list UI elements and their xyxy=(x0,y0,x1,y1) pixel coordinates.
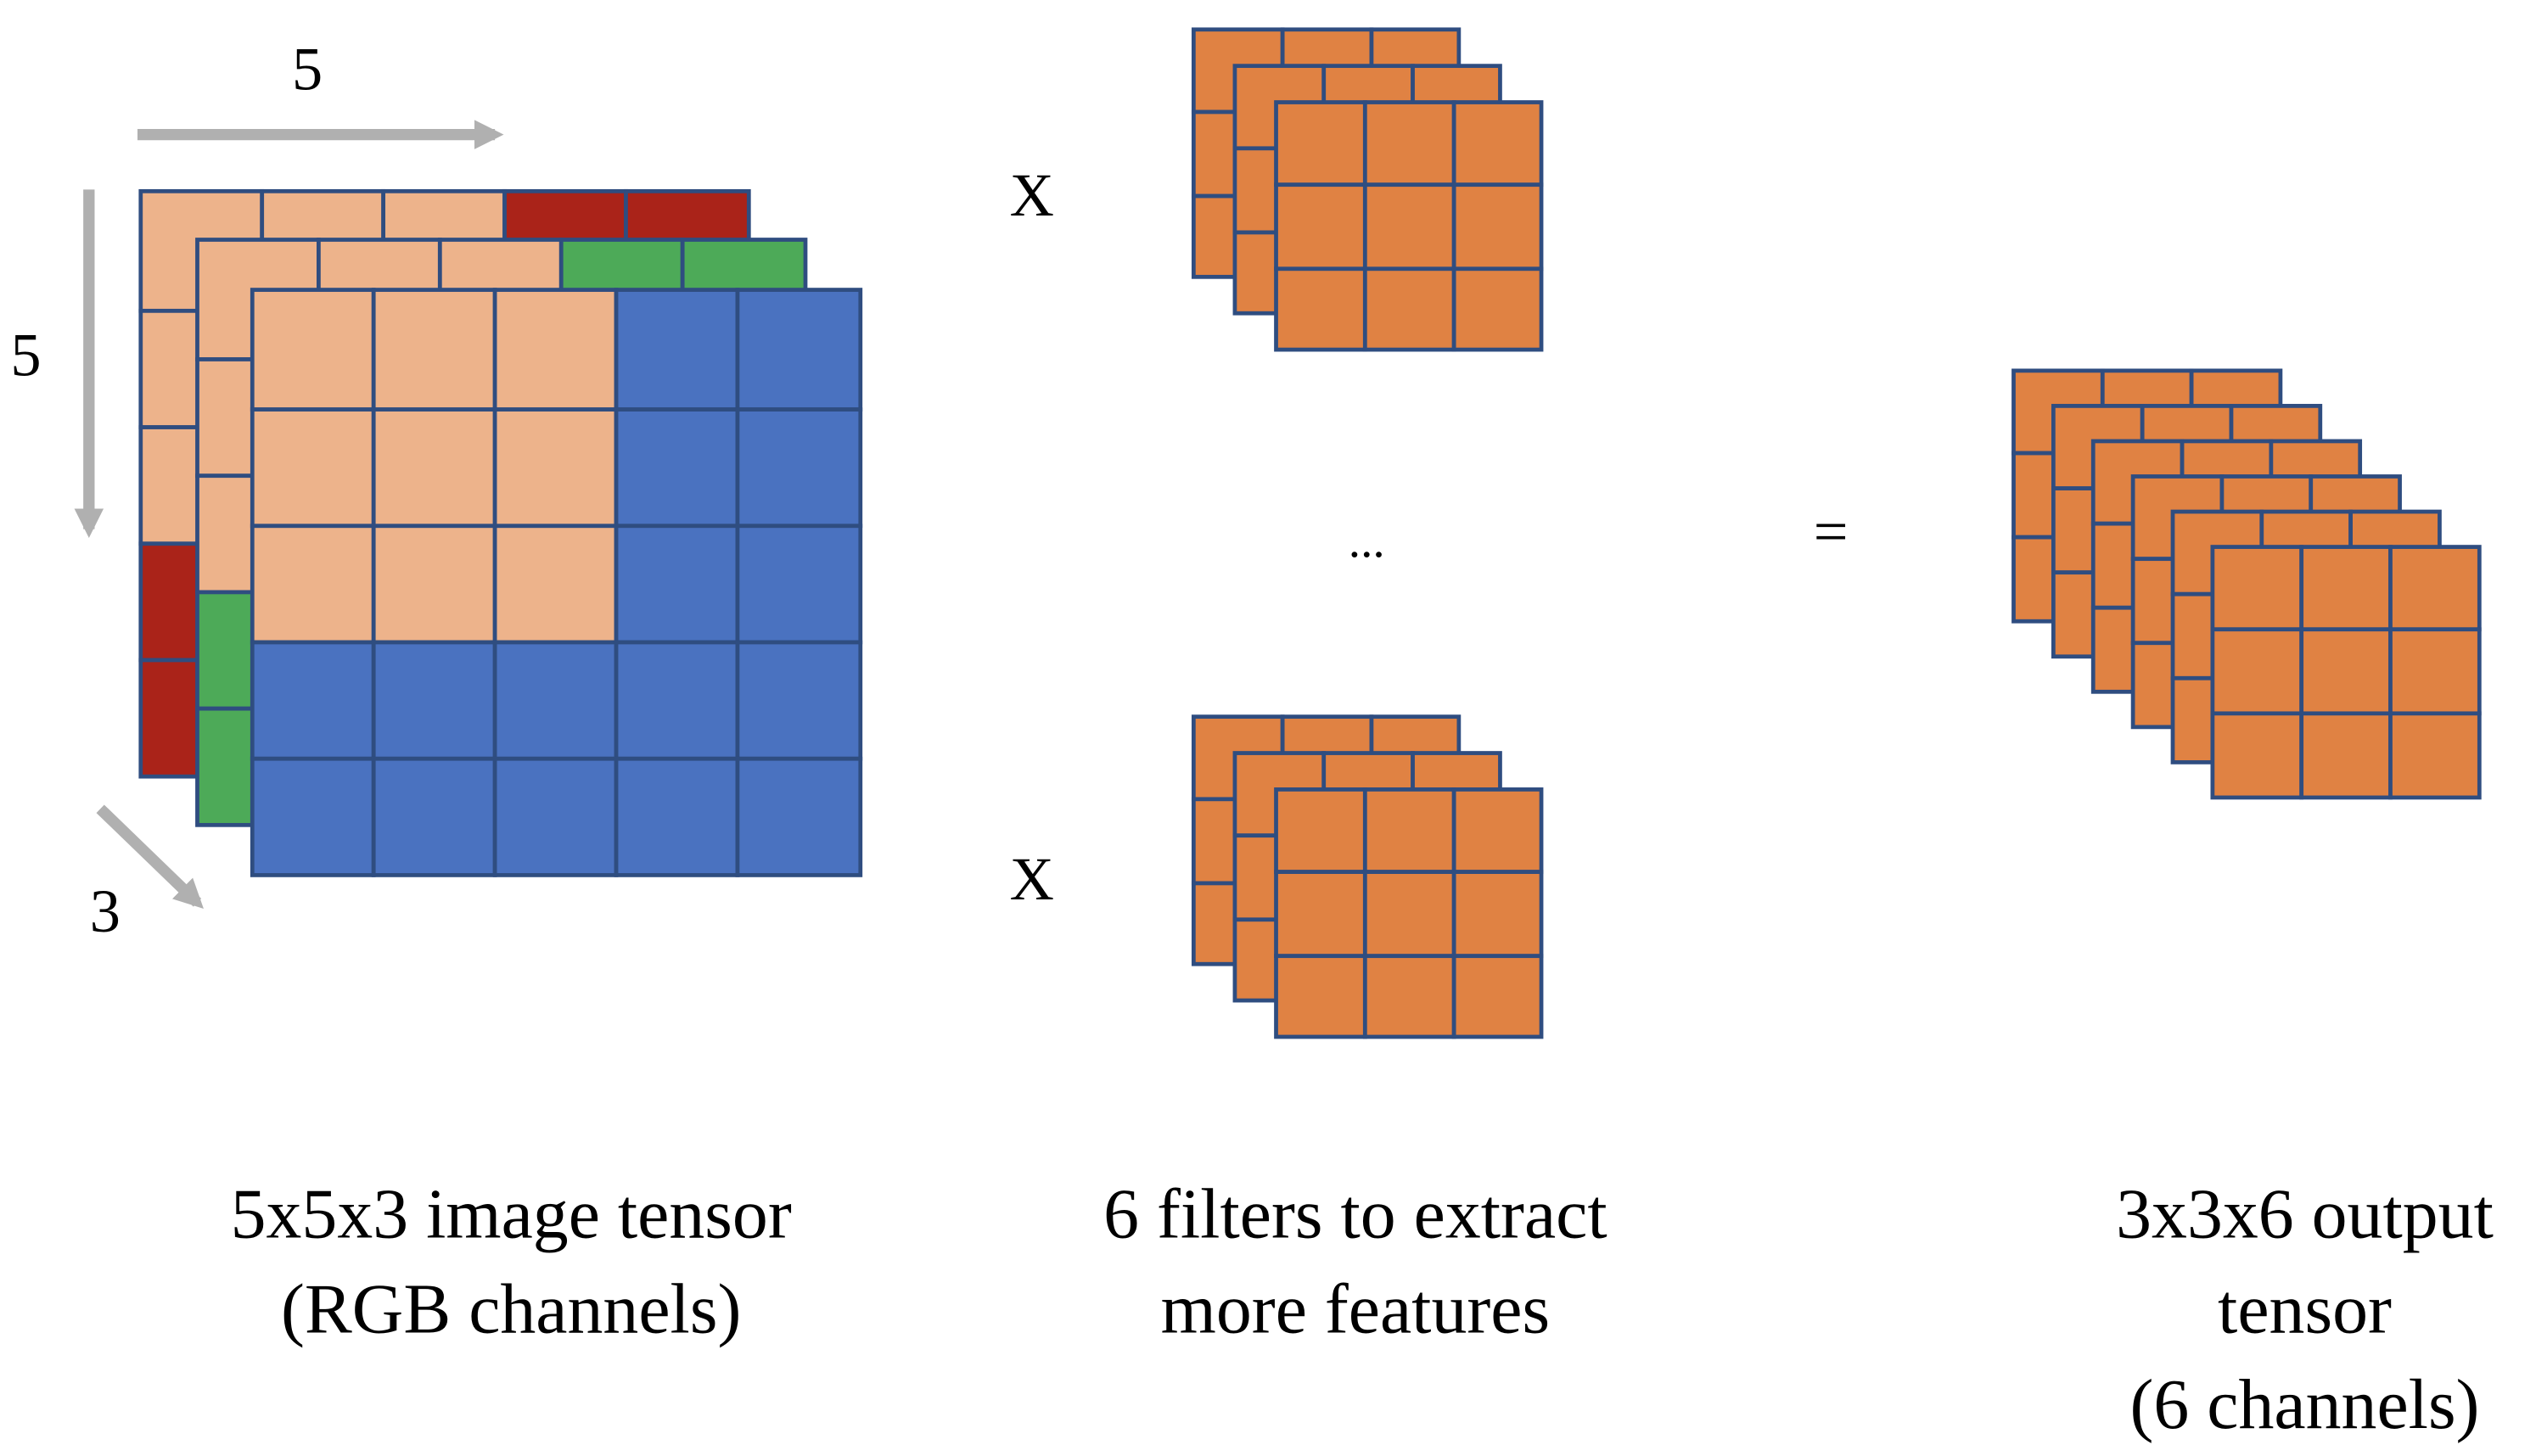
height-label: 5 xyxy=(10,321,41,389)
filter-cell xyxy=(1274,266,1367,352)
input-caption-line1: 5x5x3 image tensor xyxy=(231,1174,792,1253)
blue-cell xyxy=(371,640,497,761)
output-cell xyxy=(2388,627,2482,716)
output-cell xyxy=(2299,711,2393,800)
filter-cell xyxy=(1274,182,1367,272)
blue-cell xyxy=(614,640,740,761)
filter-cell xyxy=(1451,182,1544,272)
filter-cell xyxy=(1451,787,1544,874)
output-caption-line3: (6 channels) xyxy=(2130,1365,2480,1444)
filter-kernel xyxy=(1274,787,1544,1039)
output-cell xyxy=(2210,711,2304,800)
blue-cell xyxy=(735,407,863,529)
depth-label: 3 xyxy=(90,876,121,945)
blue-cell xyxy=(492,288,619,412)
output-cell xyxy=(2299,545,2393,632)
multiply-operator-top: X xyxy=(1010,160,1054,229)
blue-cell xyxy=(614,407,740,529)
filters-caption-line2: more features xyxy=(1161,1270,1550,1349)
blue-cell xyxy=(614,524,740,645)
output-caption-line1: 3x3x6 output xyxy=(2116,1174,2494,1253)
filter-cell xyxy=(1451,266,1544,352)
filter-cell xyxy=(1362,954,1456,1039)
width-label: 5 xyxy=(292,34,323,103)
blue-cell xyxy=(371,756,497,877)
blue-cell xyxy=(250,288,376,412)
filter-cell xyxy=(1274,787,1367,874)
input-tensor xyxy=(138,188,863,877)
filter-cell xyxy=(1274,954,1367,1039)
blue-cell xyxy=(371,407,497,529)
filter-cell xyxy=(1274,100,1367,188)
blue-cell xyxy=(735,288,863,412)
blue-cell xyxy=(250,640,376,761)
output-cell xyxy=(2388,711,2482,800)
filter-cell xyxy=(1362,100,1456,188)
output-cell xyxy=(2388,545,2482,632)
blue-cell xyxy=(614,756,740,877)
filter-cell xyxy=(1274,870,1367,959)
blue-cell xyxy=(250,407,376,529)
blue-cell xyxy=(492,756,619,877)
blue-cell xyxy=(250,756,376,877)
filter-group-bottom xyxy=(1191,714,1544,1039)
blue-cell xyxy=(735,756,863,877)
blue-cell xyxy=(250,524,376,645)
input-caption-line2: (RGB channels) xyxy=(281,1270,741,1349)
output-cell xyxy=(2210,545,2304,632)
filters-caption-line1: 6 filters to extract xyxy=(1103,1174,1607,1253)
filter-cell xyxy=(1362,870,1456,959)
blue-cell xyxy=(492,524,619,645)
filter-cell xyxy=(1362,266,1456,352)
blue-cell xyxy=(371,288,497,412)
input-channel-blue xyxy=(250,288,863,877)
equals-sign: = xyxy=(1814,496,1849,565)
blue-cell xyxy=(492,640,619,761)
output-cell xyxy=(2299,627,2393,716)
blue-cell xyxy=(492,407,619,529)
blue-cell xyxy=(735,524,863,645)
depth-arrow xyxy=(96,804,204,910)
multiply-operator-bottom: X xyxy=(1010,844,1054,913)
output-tensor xyxy=(2011,368,2482,800)
output-channel xyxy=(2210,545,2482,800)
blue-cell xyxy=(371,524,497,645)
blue-cell xyxy=(735,640,863,761)
filter-group-top xyxy=(1191,27,1544,352)
filters-ellipsis: ... xyxy=(1349,514,1385,568)
blue-cell xyxy=(614,288,740,412)
filter-cell xyxy=(1451,954,1544,1039)
filter-kernel xyxy=(1274,100,1544,352)
filter-cell xyxy=(1451,870,1544,959)
filter-cell xyxy=(1451,100,1544,188)
filter-cell xyxy=(1362,182,1456,272)
output-caption-line2: tensor xyxy=(2218,1270,2392,1349)
filter-cell xyxy=(1362,787,1456,874)
output-cell xyxy=(2210,627,2304,716)
